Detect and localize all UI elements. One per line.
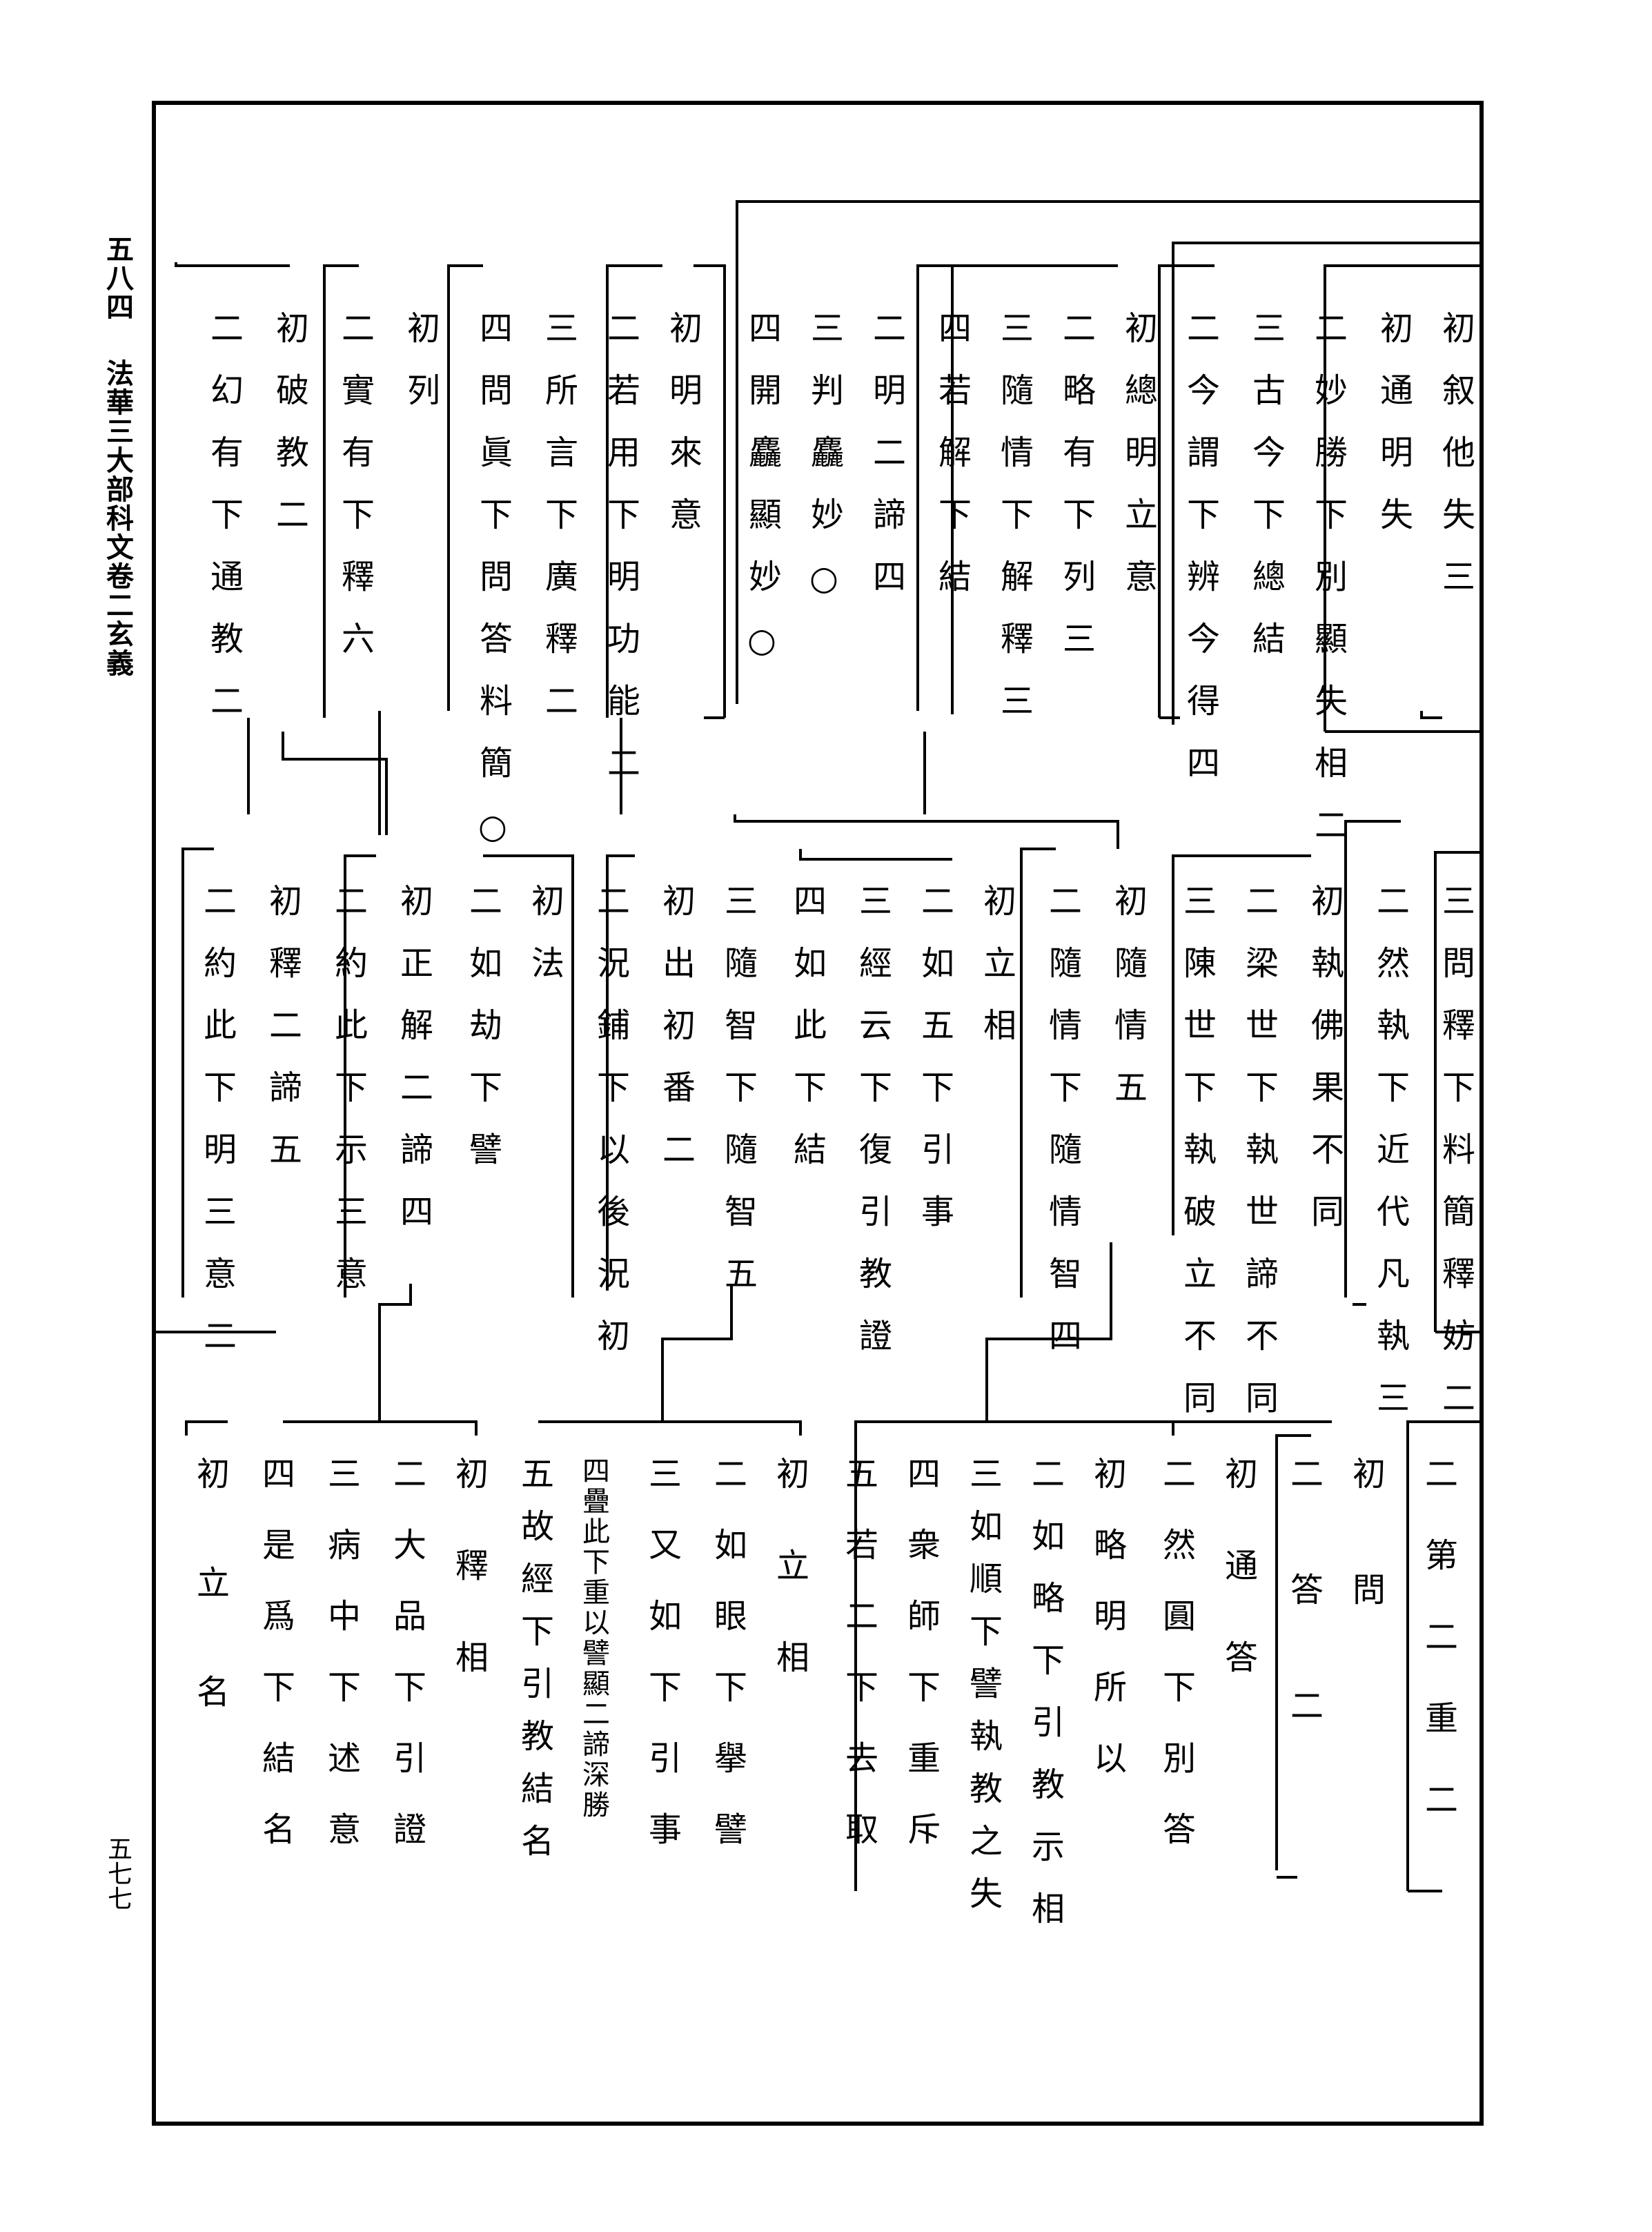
outline-item: 二如劫下譬 [463,883,502,1194]
outline-item: 初叙他失三 [1436,311,1475,621]
outline-item: 初破教二 [270,311,308,559]
outline-item: 初釋二諦五 [263,883,302,1194]
outline-item: 二況鋪下以後況初 [591,883,629,1380]
outline-item: 四是爲下結名 [256,1456,295,1883]
outline-item: 四若解下結 [932,311,971,621]
outline-item: 二梁世下執世諦不同 [1239,883,1278,1442]
volume-page-number: 五八四 [101,235,134,322]
outline-item: 五故經下引教結名 [515,1456,553,1876]
page-frame [152,101,1484,2126]
outline-item: 二隨情下隨情智四 [1043,883,1081,1380]
outline-item: 初正解二諦四 [394,883,433,1256]
outline-item: 三又如下引事 [642,1456,681,1883]
outline-item: 二妙勝下別顯失相二 [1308,311,1347,870]
outline-item: 初立相 [770,1456,809,1732]
outline-item: 二然執下近代凡執三 [1370,883,1409,1442]
outline-item: 初執佛果不同 [1305,883,1344,1256]
outline-item: 三病中下述意 [322,1456,360,1883]
outline-item: 初通答 [1219,1456,1257,1732]
outline-item: 二若用下明功能二 [601,311,640,807]
outline-item: 三陳世下執破立不同 [1177,883,1216,1442]
outline-item: 二如五下引事 [915,883,954,1256]
outline-item: 三問釋下料簡釋妨二 [1436,883,1475,1442]
outline-item: 初列 [401,311,440,435]
outline-item: 三經云下復引教證 [853,883,892,1380]
outline-item: 二如略下引教示相 [1025,1456,1064,1953]
outline-item: 二幻有下通教二 [204,311,243,745]
outline-item: 四衆師下重斥 [901,1456,940,1883]
outline-item: 初立名 [190,1456,229,1783]
outline-item: 三隨智下隨智五 [718,883,757,1318]
outline-item: 二然圓下別答 [1157,1456,1195,1883]
outline-item: 初略明所以 [1088,1456,1126,1812]
outline-item: 初釋相 [449,1456,488,1732]
outline-item: 二如眼下擧譬 [708,1456,747,1883]
outline-item: 四開麤顯妙○ [743,311,781,689]
outline-item: 二實有下釋六 [335,311,374,683]
outline-item: 二明二諦四 [867,311,905,621]
outline-item: 初問 [1346,1456,1385,1688]
outline-item: 初明來意 [663,311,702,559]
outline-item: 三判麤妙○ [805,311,843,627]
outline-item: 二略有下列三 [1056,311,1095,683]
outline-item: 初法 [525,883,564,1008]
outline-item: 二約此下示三意 [328,883,367,1318]
outline-item: 三如順下譬執教之失 [963,1456,1002,1928]
outline-item: 初隨情五 [1108,883,1147,1132]
outline-item: 初立相 [977,883,1016,1070]
book-title: 法華三大部科文卷二玄義 [101,359,134,678]
outline-item: 三隨情下解釋三 [994,311,1033,745]
outline-item: 四如此下結 [787,883,826,1194]
outline-item: 初出初番二 [656,883,695,1194]
outline-item: 二今謂下辨今得四 [1181,311,1219,807]
outline-item: 三古今下總結 [1246,311,1285,683]
outline-item: 四問眞下問答料簡○ [473,311,512,875]
outline-item: 初總明立意 [1119,311,1157,621]
page-number: 五七七 [104,1836,132,1910]
outline-item: 初通明失 [1374,311,1413,559]
outline-item: 三所言下廣釋二 [539,311,578,745]
outline-item: 五若二下去取 [839,1456,878,1883]
outline-item: 四疊此下重以譬顯二諦深勝 [578,1456,609,1821]
outline-item: 二第二重二 [1419,1456,1457,1863]
outline-item: 二大品下引證 [387,1456,426,1883]
outline-item: 二答二 [1284,1456,1323,1804]
outline-item: 二約此下明三意二 [197,883,236,1380]
